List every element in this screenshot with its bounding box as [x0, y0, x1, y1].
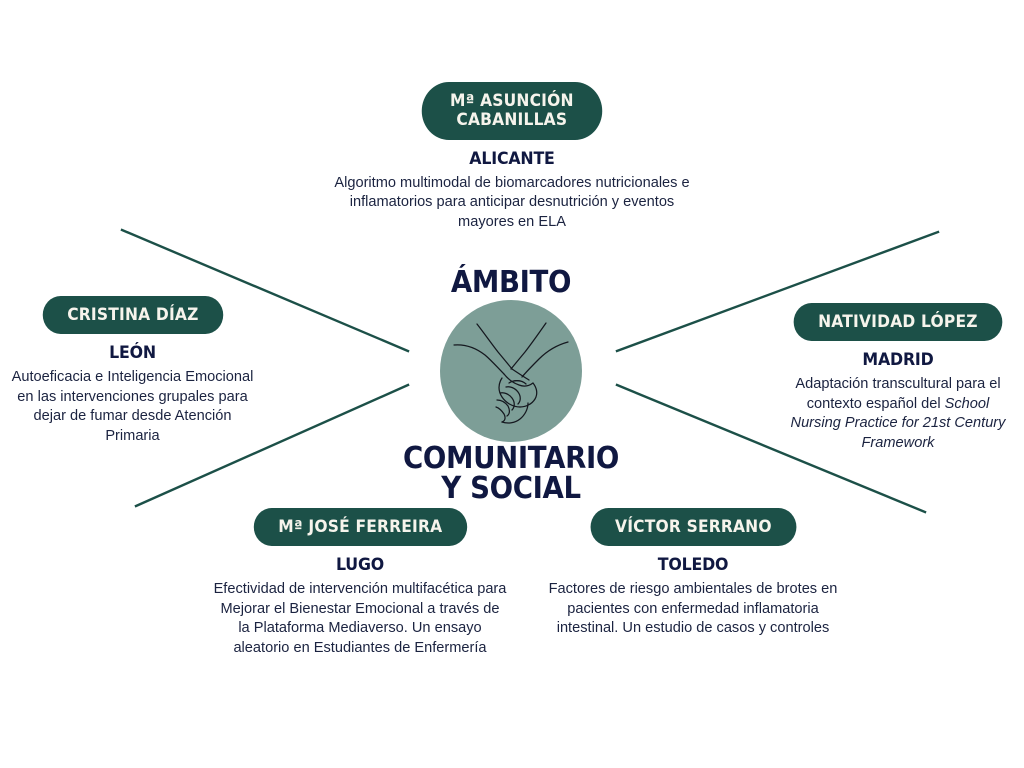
center-title-bottom: COMUNITARIO Y SOCIAL	[345, 444, 676, 504]
node-madrid-name-line1: NATIVIDAD LÓPEZ	[818, 312, 978, 331]
node-leon: CRISTINA DÍAZ LEÓN Autoeficacia e Inteli…	[0, 296, 265, 446]
node-lugo: Mª JOSÉ FERREIRA LUGO Efectividad de int…	[195, 508, 525, 658]
node-toledo-description: Factores de riesgo ambientales de brotes…	[548, 581, 838, 637]
node-alicante-description: Algoritmo multimodal de biomarcadores nu…	[334, 174, 690, 230]
center-hub: ÁMBITO	[331, 268, 691, 504]
node-toledo: VÍCTOR SERRANO TOLEDO Factores de riesgo…	[528, 508, 858, 639]
clasped-hands-icon	[453, 322, 569, 424]
node-alicante-name-line2: CABANILLAS	[456, 110, 568, 130]
node-madrid-description: Adaptación transcultural para el context…	[772, 375, 1024, 453]
node-madrid-name-pill[interactable]: NATIVIDAD LÓPEZ	[793, 303, 1003, 342]
node-madrid: NATIVIDAD LÓPEZ MADRID Adaptación transc…	[772, 303, 1024, 453]
center-title-line2: Y SOCIAL	[441, 471, 581, 506]
node-alicante-city: ALICANTE	[469, 148, 555, 169]
node-lugo-city: LUGO	[335, 555, 385, 576]
node-lugo-description: Efectividad de intervención multifacétic…	[213, 581, 507, 656]
node-madrid-description-italic: School Nursing Practice for 21st Century…	[790, 395, 1006, 451]
node-lugo-name-pill[interactable]: Mª JOSÉ FERREIRA	[253, 508, 467, 547]
node-leon-name-pill[interactable]: CRISTINA DÍAZ	[42, 296, 223, 335]
node-toledo-name-line1: VÍCTOR SERRANO	[614, 517, 772, 536]
center-title-line1: COMUNITARIO	[403, 441, 619, 476]
center-circle	[440, 300, 582, 442]
node-madrid-description-plain: Adaptación transcultural para el context…	[795, 376, 1001, 412]
node-leon-name-line1: CRISTINA DÍAZ	[66, 305, 199, 324]
node-toledo-city: TOLEDO	[657, 555, 729, 576]
center-circle-background	[440, 300, 582, 442]
node-leon-city: LEÓN	[109, 343, 156, 364]
node-madrid-city: MADRID	[862, 350, 934, 371]
node-alicante: Mª ASUNCIÓN CABANILLAS ALICANTE Algoritm…	[332, 82, 692, 232]
node-alicante-name-line1: Mª ASUNCIÓN	[450, 91, 574, 110]
node-alicante-name-pill[interactable]: Mª ASUNCIÓN CABANILLAS	[421, 82, 603, 140]
node-toledo-name-pill[interactable]: VÍCTOR SERRANO	[590, 508, 796, 547]
center-title-top: ÁMBITO	[450, 265, 572, 300]
node-leon-description: Autoeficacia e Inteligencia Emocional en…	[11, 369, 254, 444]
node-lugo-name-line1: Mª JOSÉ FERREIRA	[277, 517, 443, 536]
